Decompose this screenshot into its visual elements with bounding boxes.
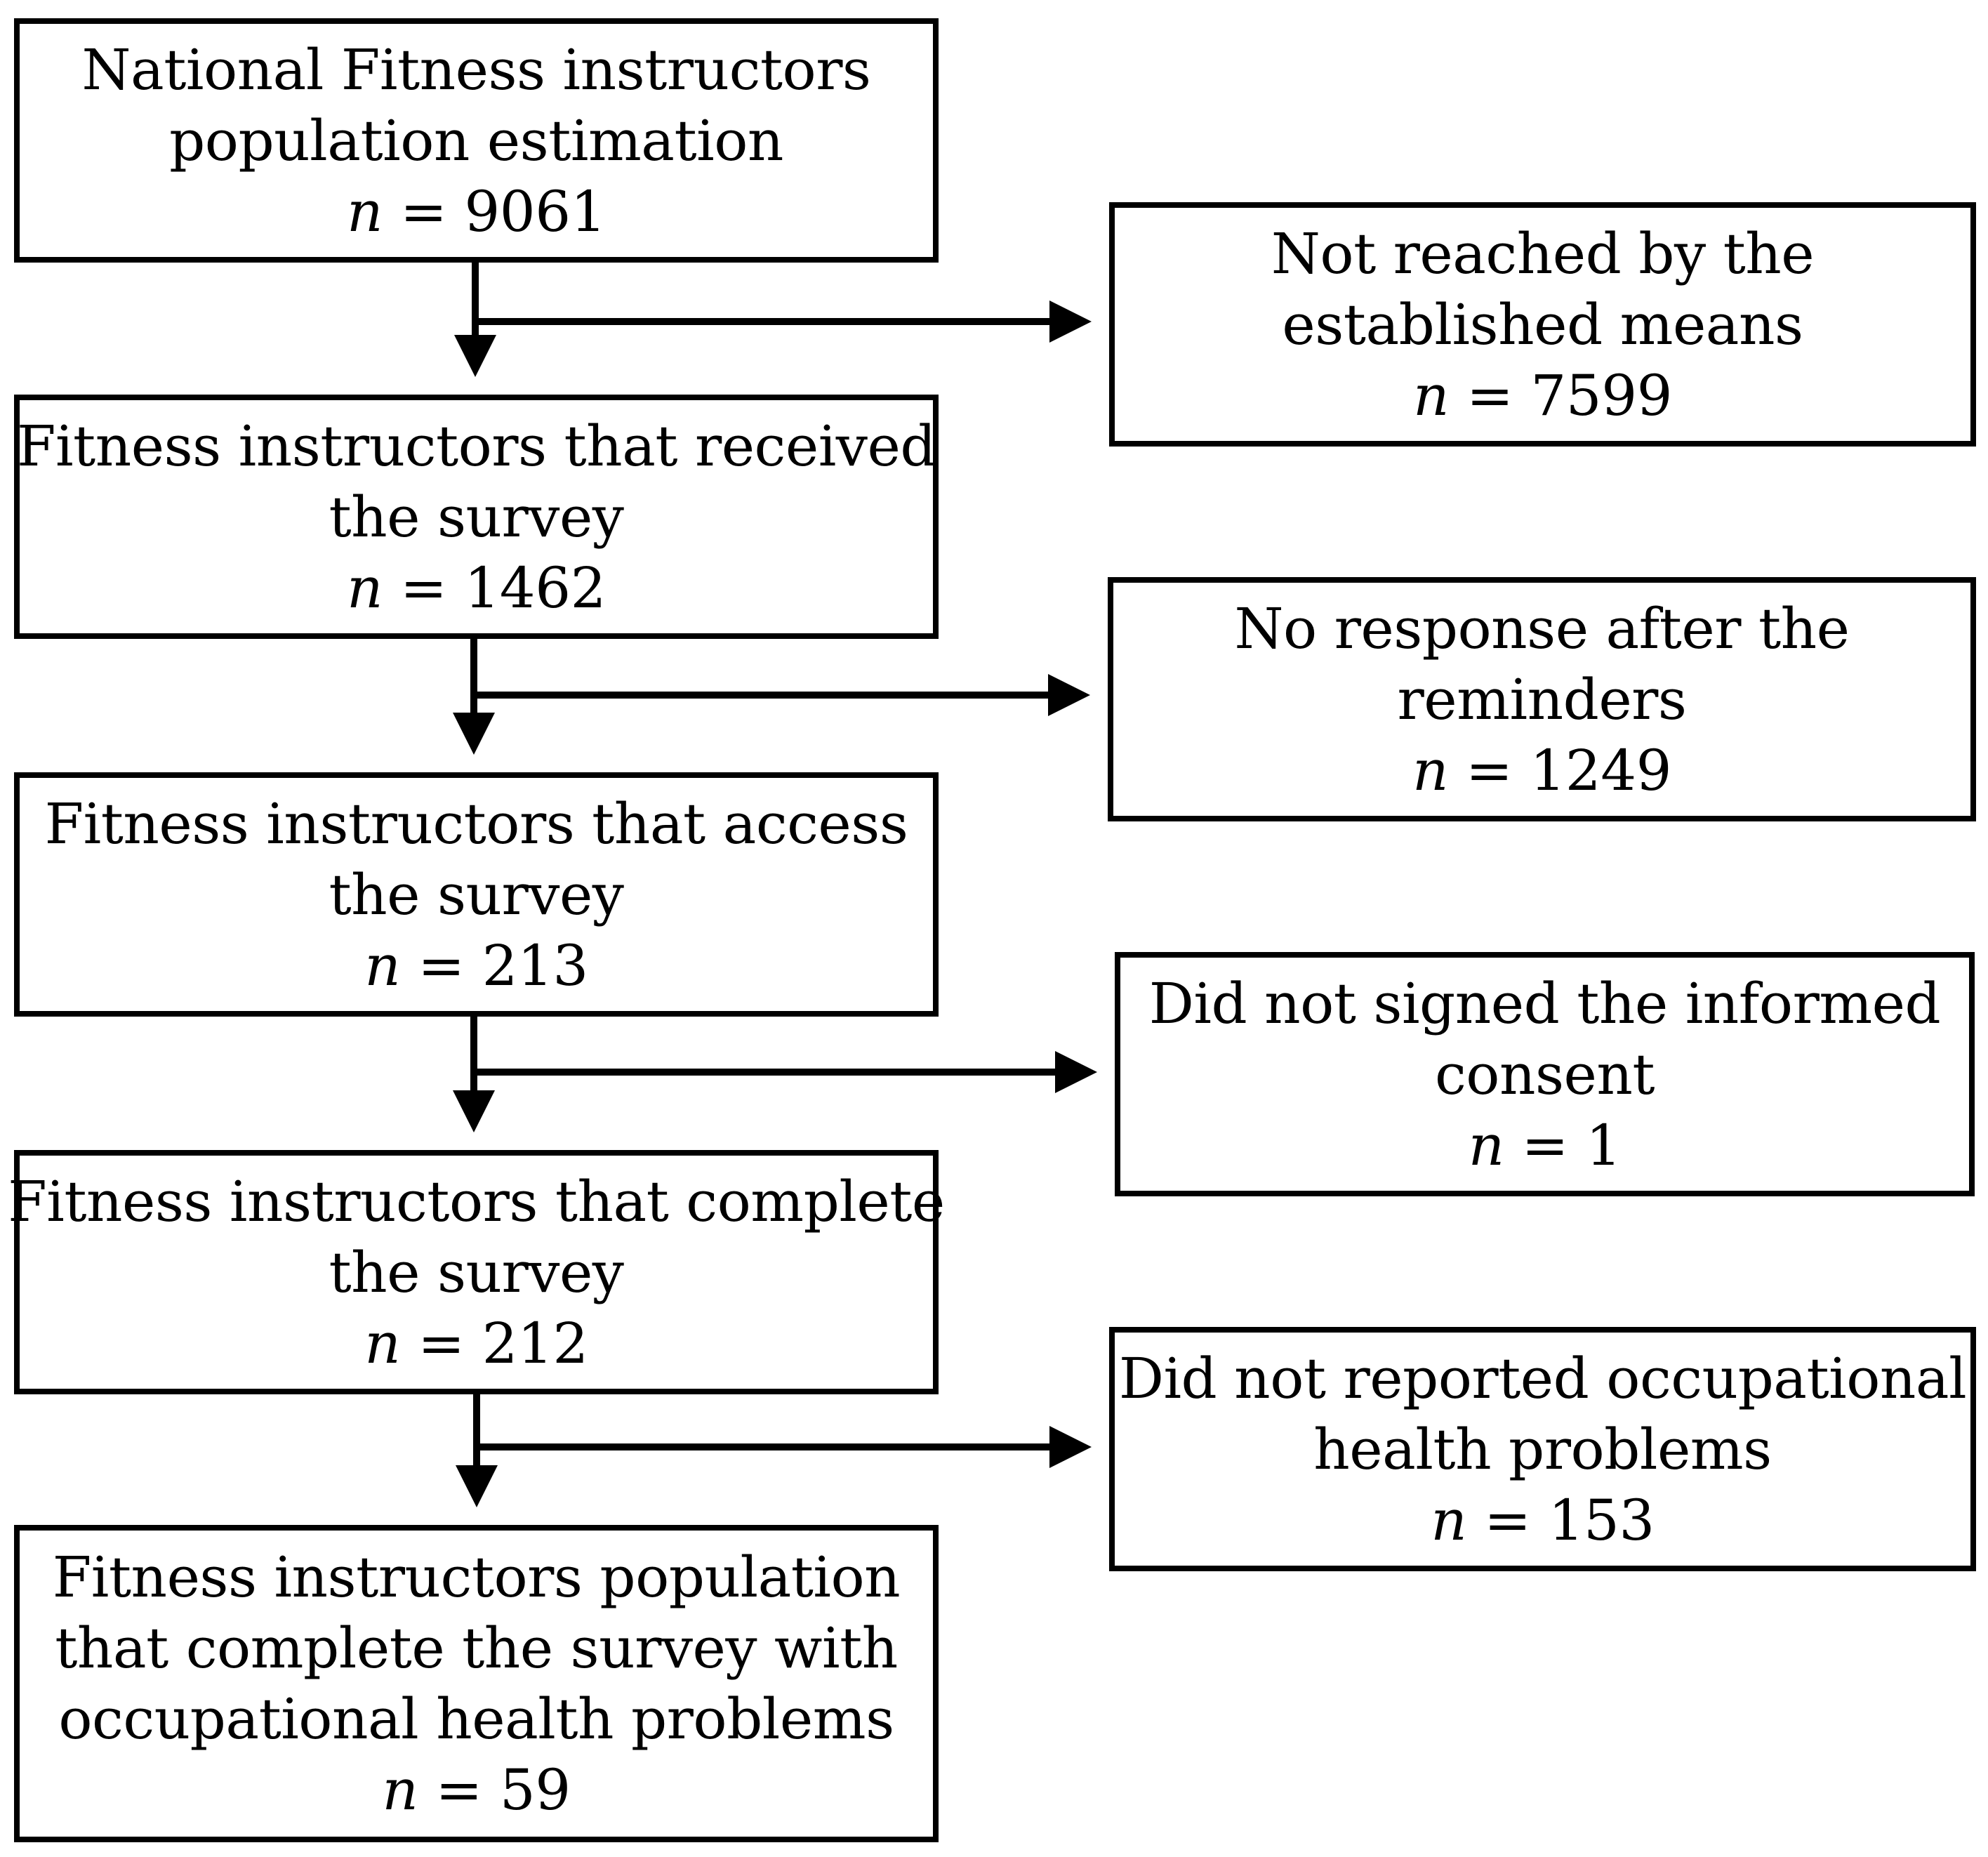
box-completed-survey: Fitness instructors that complete the su… xyxy=(8,1150,945,1394)
box-text-line: consent xyxy=(1434,1041,1655,1107)
box-count: n = 212 xyxy=(364,1308,588,1379)
box-text-line: National Fitness instructors xyxy=(81,37,871,103)
box-accessed-survey: Fitness instructors that access the surv… xyxy=(14,772,939,1017)
n-symbol: n xyxy=(1431,1487,1467,1553)
n-symbol: n xyxy=(382,1757,418,1823)
box-count: n = 1 xyxy=(1469,1110,1622,1181)
count-value: = 59 xyxy=(418,1757,571,1823)
n-symbol: n xyxy=(364,1310,401,1376)
box-count: n = 1462 xyxy=(346,553,607,623)
box-count: n = 59 xyxy=(382,1754,571,1825)
box-text-line: Not reached by the xyxy=(1271,220,1815,286)
box-text-line: population estimation xyxy=(169,107,783,173)
n-symbol: n xyxy=(1412,737,1449,803)
box-no-consent: Did not signed the informed consent n = … xyxy=(1115,952,1975,1196)
box-count: n = 9061 xyxy=(346,176,607,247)
box-text-line: Fitness instructors population xyxy=(52,1545,901,1610)
box-no-response: No response after the reminders n = 1249 xyxy=(1108,577,1976,821)
n-symbol: n xyxy=(364,932,401,998)
count-value: = 1462 xyxy=(383,555,607,621)
box-text-line: the survey xyxy=(329,1239,625,1305)
box-no-health-problems: Did not reported occupational health pro… xyxy=(1109,1327,1976,1571)
box-population-estimation: National Fitness instructors population … xyxy=(14,18,939,263)
box-text-line: that complete the survey with xyxy=(55,1615,898,1681)
n-symbol: n xyxy=(346,555,383,621)
count-value: = 1249 xyxy=(1448,737,1672,803)
box-text-line: the survey xyxy=(329,861,625,927)
n-symbol: n xyxy=(346,178,383,244)
box-count: n = 7599 xyxy=(1412,360,1673,431)
box-text-line: Fitness instructors that complete xyxy=(8,1168,945,1234)
n-symbol: n xyxy=(1468,1112,1505,1178)
box-text-line: the survey xyxy=(329,484,625,550)
box-not-reached: Not reached by the established means n =… xyxy=(1109,202,1976,447)
count-value: = 9061 xyxy=(383,178,607,244)
n-symbol: n xyxy=(1412,362,1450,428)
box-text-line: established means xyxy=(1282,291,1803,357)
box-count: n = 1249 xyxy=(1412,735,1672,806)
box-text-line: No response after the xyxy=(1234,595,1850,661)
box-text-line: occupational health problems xyxy=(58,1686,894,1752)
count-value: = 212 xyxy=(400,1310,588,1376)
box-text-line: Fitness instructors that access xyxy=(44,791,908,857)
count-value: = 153 xyxy=(1466,1487,1655,1553)
count-value: = 1 xyxy=(1504,1112,1622,1178)
box-received-survey: Fitness instructors that received the su… xyxy=(14,395,939,639)
count-value: = 7599 xyxy=(1449,362,1673,428)
box-text-line: Fitness instructors that received xyxy=(16,413,936,479)
box-count: n = 153 xyxy=(1431,1485,1655,1556)
box-final-population: Fitness instructors population that comp… xyxy=(14,1525,939,1842)
box-count: n = 213 xyxy=(364,930,588,1001)
count-value: = 213 xyxy=(400,932,588,998)
box-text-line: reminders xyxy=(1397,666,1687,732)
box-text-line: Did not reported occupational xyxy=(1118,1345,1967,1411)
box-text-line: health problems xyxy=(1313,1416,1772,1482)
box-text-line: Did not signed the informed xyxy=(1148,970,1941,1036)
